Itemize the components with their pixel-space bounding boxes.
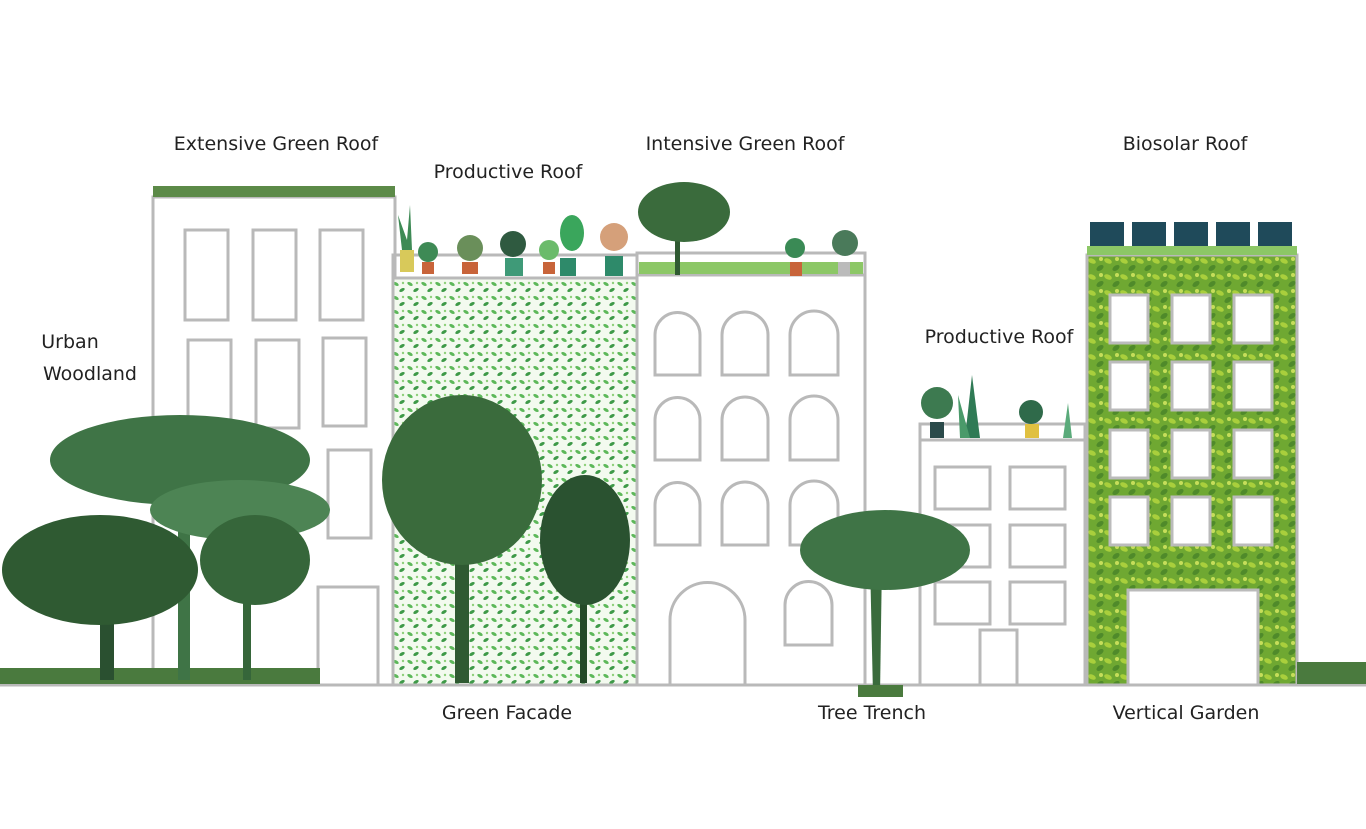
grass-left [0, 668, 320, 684]
windows [183, 228, 380, 687]
solar-panels [1087, 222, 1297, 255]
label-productive-roof-1: Productive Roof [434, 161, 584, 183]
label-vertical-garden: Vertical Garden [1113, 702, 1260, 724]
label-intensive-green-roof: Intensive Green Roof [646, 133, 846, 155]
facade-trees [382, 395, 630, 683]
productive-roof-building [918, 375, 1087, 687]
label-productive-roof-2: Productive Roof [925, 326, 1075, 348]
potted-plants [398, 205, 628, 276]
intensive-green-roof-building [635, 182, 867, 687]
biosolar-vertical-garden-building [1085, 222, 1299, 687]
label-green-facade: Green Facade [442, 702, 572, 724]
label-urban-woodland-line2: Woodland [43, 363, 137, 385]
label-urban-woodland-line1: Urban [41, 331, 98, 353]
roof-plants [921, 375, 1072, 438]
urban-woodland-trees [2, 415, 330, 680]
roof-plants [785, 230, 858, 276]
roof-tree [638, 182, 730, 275]
extensive-green-roof-building [151, 186, 397, 687]
label-extensive-green-roof: Extensive Green Roof [174, 133, 380, 155]
windows [1108, 293, 1274, 687]
grass-roof [153, 186, 395, 197]
arched-door [668, 581, 747, 687]
tree-trench-tree [800, 510, 970, 697]
grass-right [1297, 662, 1366, 684]
label-biosolar-roof: Biosolar Roof [1123, 133, 1249, 155]
arched-windows [653, 309, 840, 687]
roof-lawn [639, 262, 863, 274]
label-tree-trench: Tree Trench [817, 702, 926, 724]
